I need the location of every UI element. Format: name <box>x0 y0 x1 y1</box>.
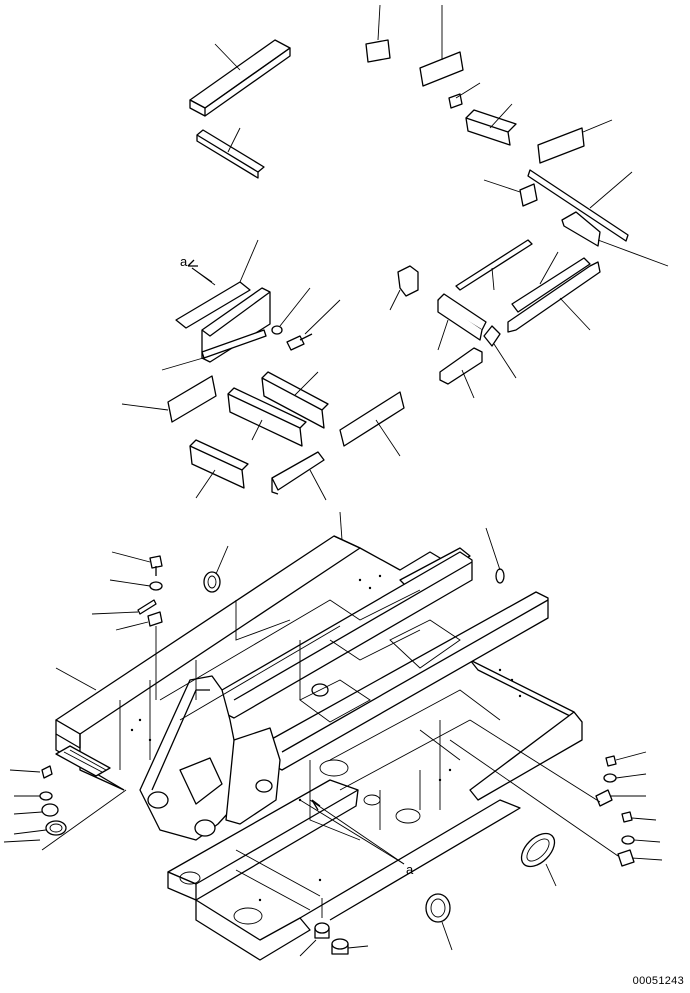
pad-plate-3 <box>561 211 669 267</box>
socket-right <box>485 527 505 584</box>
pad-plate-5 <box>261 371 329 429</box>
washer-3 <box>14 791 53 801</box>
step-plate <box>55 745 111 777</box>
long-rod-2 <box>455 239 533 291</box>
left-hardware-stack <box>3 551 163 851</box>
cap-1 <box>13 803 59 817</box>
pad-plate-7 <box>339 391 405 457</box>
callout-a-lower: a <box>309 799 414 877</box>
bolt-2 <box>111 551 163 576</box>
channel-plate-right <box>507 261 601 333</box>
bolt-5 <box>621 811 657 823</box>
bar-plate-1 <box>465 103 517 146</box>
callout-a-upper: a <box>180 254 213 283</box>
long-rod-1 <box>527 169 633 242</box>
washer-5 <box>621 835 661 845</box>
clip-1 <box>469 719 646 807</box>
clip-2 <box>449 739 663 867</box>
ring-1 <box>3 789 127 851</box>
bolt-3 <box>9 765 53 779</box>
round-ring <box>425 893 453 951</box>
frame-holes <box>130 574 522 902</box>
small-bracket-2 <box>483 179 538 207</box>
strip-plate-2 <box>161 329 267 371</box>
strip-plate-1 <box>196 127 265 179</box>
washer-2 <box>109 579 163 591</box>
pad-plate-9 <box>271 451 327 501</box>
washer-1 <box>271 287 311 335</box>
right-hardware-stack <box>299 719 663 957</box>
small-pad-1 <box>365 4 391 63</box>
pad-plate-8 <box>189 439 249 499</box>
small-bracket-1 <box>448 82 481 109</box>
channel-plate-long <box>189 39 291 117</box>
plate-small-1 <box>115 611 163 700</box>
washer-4 <box>603 773 647 783</box>
pad-plate-2 <box>537 119 613 164</box>
channel-plate-small <box>439 347 483 399</box>
document-number: 00051243 <box>632 975 684 987</box>
long-rod-3 <box>511 251 591 313</box>
bolt-1 <box>286 299 341 351</box>
socket-rear <box>203 545 229 593</box>
angle-bracket-small <box>437 293 487 351</box>
bolt-4 <box>605 751 647 767</box>
pad-plate-1 <box>419 5 464 87</box>
angle-bracket-large <box>175 239 271 363</box>
small-bracket-3 <box>389 265 419 311</box>
pin-1 <box>91 599 157 615</box>
cap-stack <box>299 898 369 957</box>
upper-plates-group <box>121 4 669 501</box>
frame-leaders <box>55 511 405 865</box>
pad-plate-4 <box>121 375 217 423</box>
oval-ring <box>520 832 557 887</box>
callout-a-upper-label: a <box>180 254 188 269</box>
small-pad-2 <box>483 325 517 379</box>
pad-plate-6 <box>227 387 307 447</box>
frame-assembly <box>55 527 583 961</box>
callout-a-lower-label: a <box>406 862 414 877</box>
